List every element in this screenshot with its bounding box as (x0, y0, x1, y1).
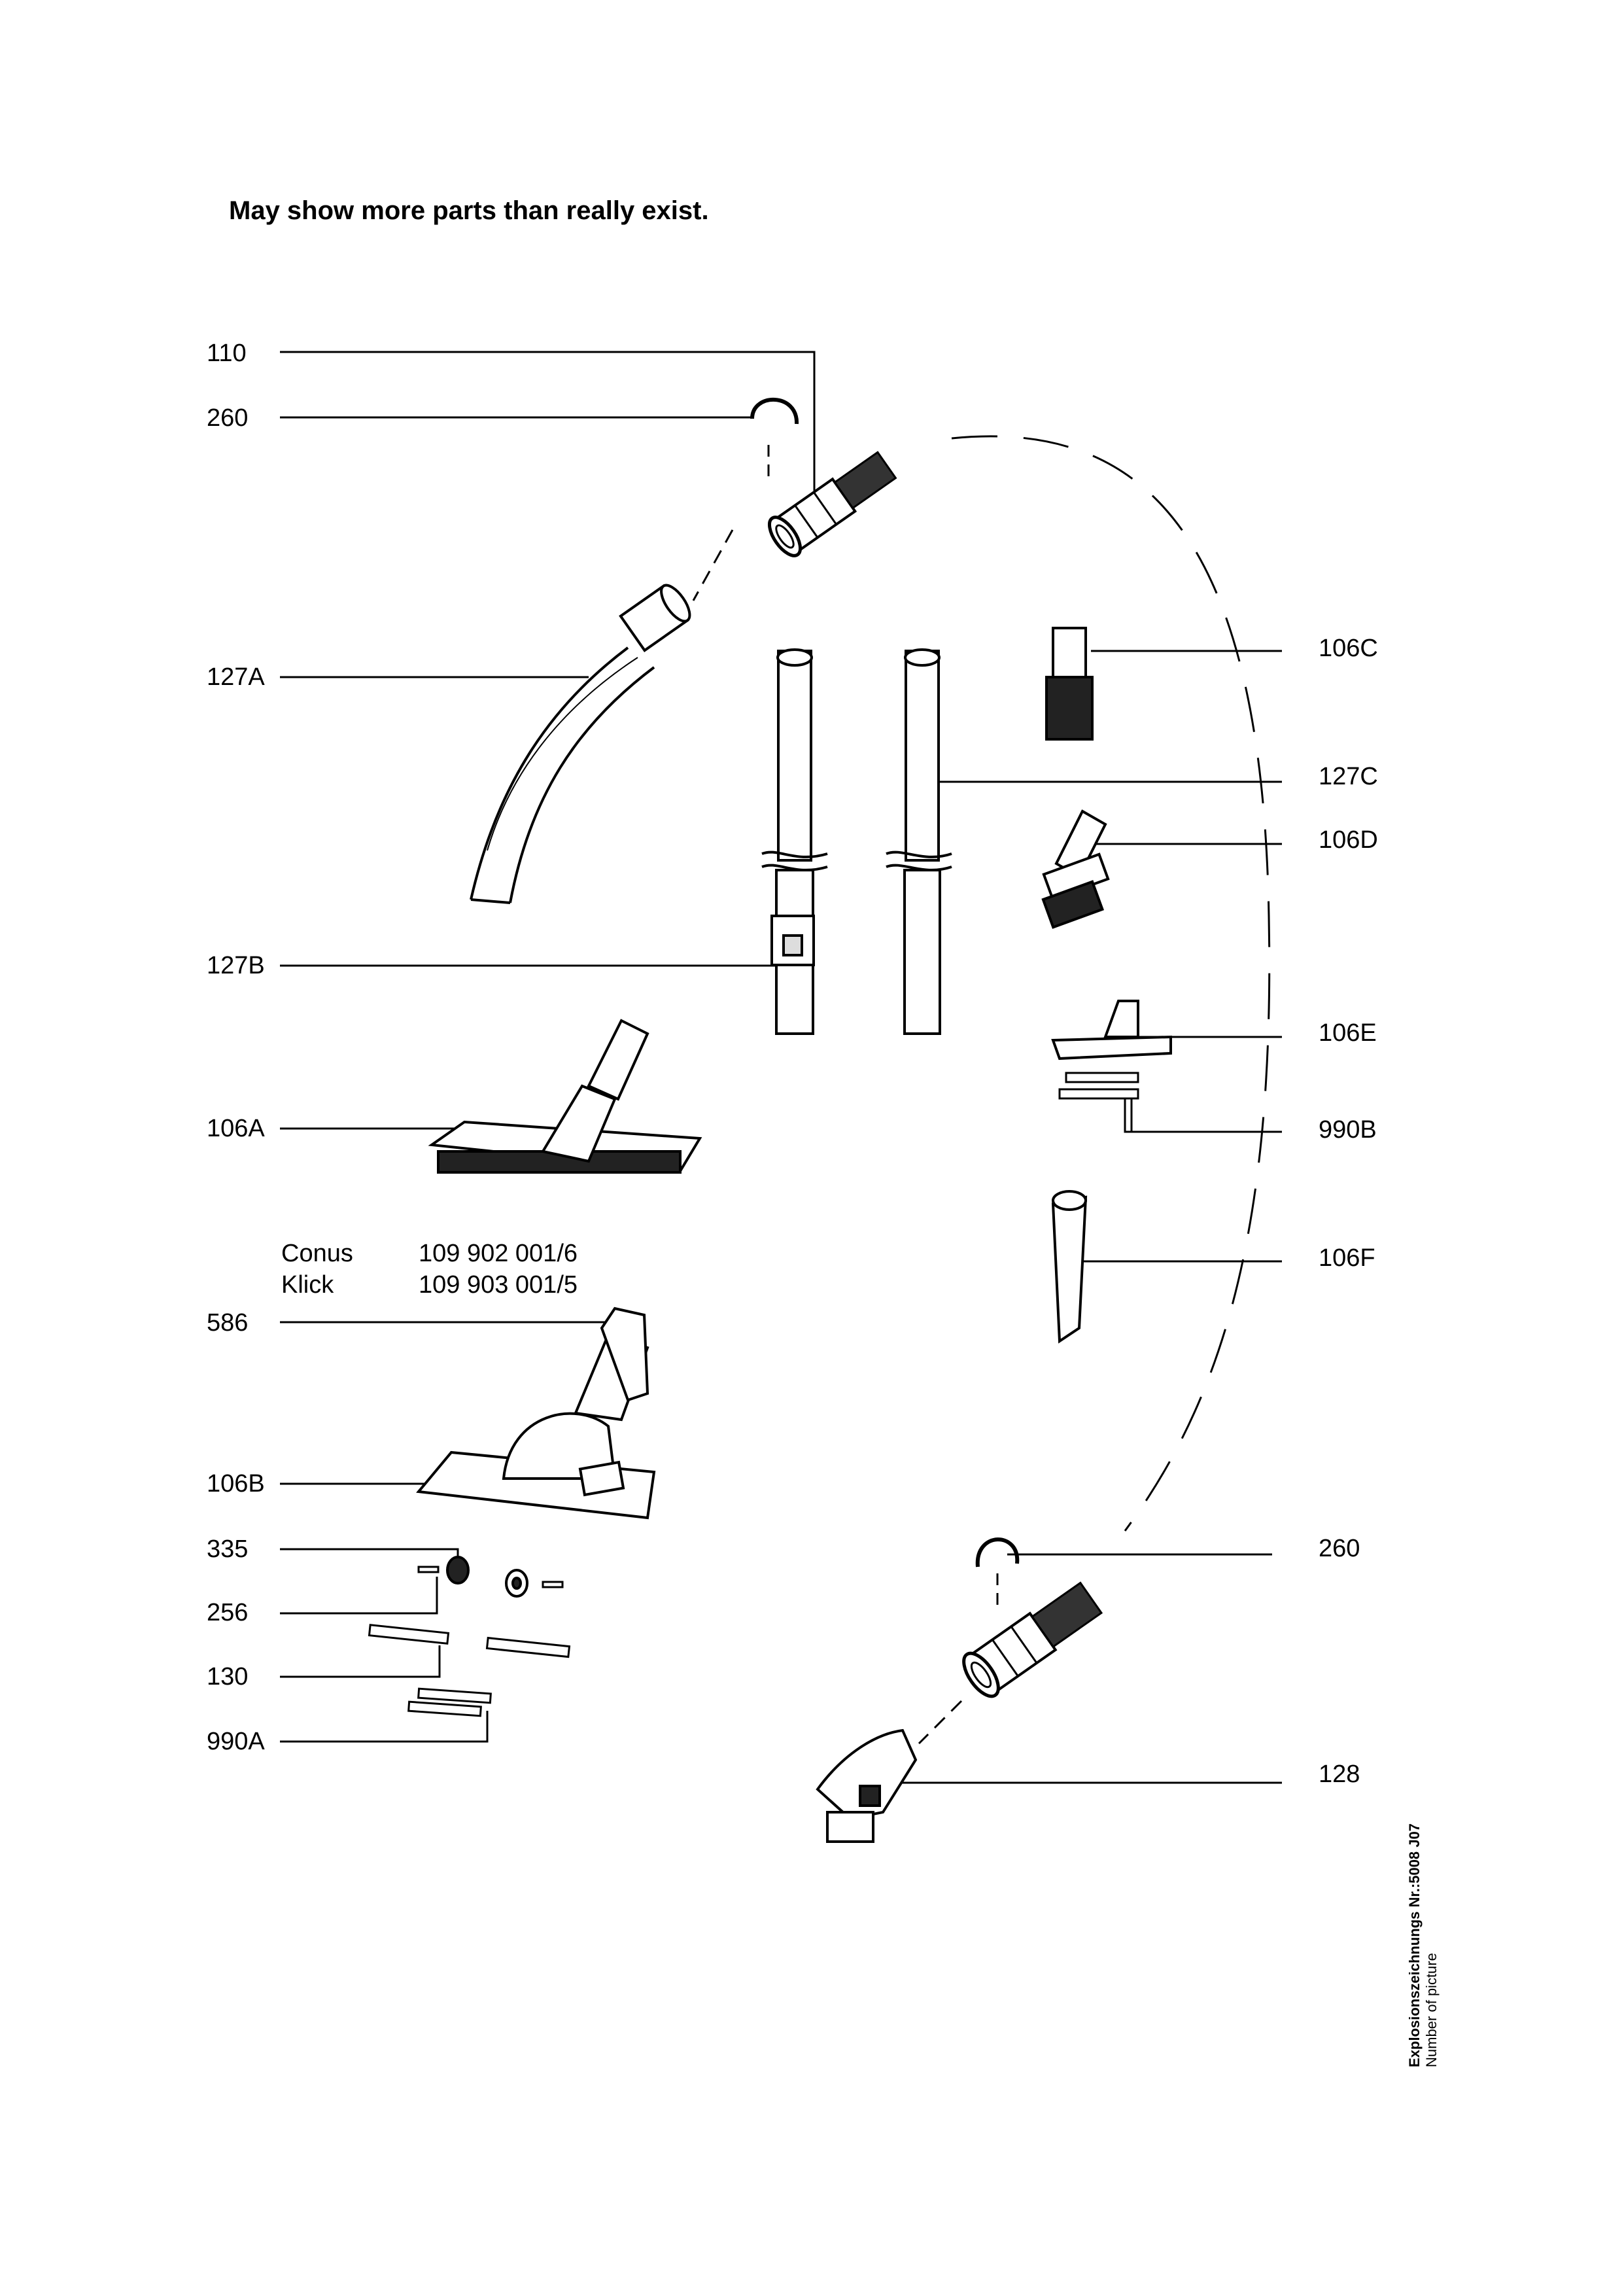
floor-nozzle-106B-icon (416, 1306, 656, 1520)
part-label-335: 335 (207, 1535, 249, 1563)
telescopic-tube-127B-icon (761, 648, 828, 1035)
variant-name-conus: Conus (281, 1240, 353, 1267)
page-heading: May show more parts than really exist. (229, 196, 709, 225)
variant-code-conus: 109 902 001/6 (419, 1240, 578, 1267)
variant-name-klick: Klick (281, 1271, 334, 1299)
leader-990A (280, 1711, 489, 1743)
part-label-260-hose-clip-lower: 260 (1319, 1535, 1360, 1562)
leader-990B (1124, 1096, 1282, 1133)
leader-127B (280, 955, 780, 967)
part-label-127C: 127C (1319, 763, 1378, 790)
strip-990A-icon (407, 1687, 492, 1717)
wheel-335-icon (446, 1556, 528, 1598)
part-label-106F: 106F (1319, 1244, 1375, 1272)
crevice-tool-106F-icon (1051, 1190, 1088, 1344)
part-label-260-hose-clip: 260 (207, 404, 249, 432)
leader-130 (280, 1645, 441, 1678)
part-label-106A: 106A (207, 1115, 265, 1142)
hose-connector-128-icon (816, 1728, 918, 1843)
hose-clip-lower-icon (975, 1537, 1020, 1568)
part-label-106D: 106D (1319, 826, 1378, 854)
part-label-106E: 106E (1319, 1019, 1377, 1047)
part-label-127B: 127B (207, 952, 265, 979)
dusting-brush-106D-icon (1041, 809, 1110, 929)
brush-nozzle-106C-icon (1045, 627, 1094, 741)
part-label-990B: 990B (1319, 1116, 1377, 1144)
part-label-990A: 990A (207, 1728, 265, 1755)
hose-coupling-lower-icon (962, 1581, 1103, 1698)
part-label-130: 130 (207, 1663, 249, 1691)
part-label-256: 256 (207, 1599, 249, 1626)
strip-130-icon (368, 1624, 571, 1658)
curved-hand-tube-127A-icon (470, 584, 691, 904)
hose-coupling-110-icon (768, 451, 897, 557)
part-label-127A: 127A (207, 663, 265, 691)
part-label-106B: 106B (207, 1470, 265, 1498)
leader-335 (280, 1548, 459, 1560)
upholstery-nozzle-106E-icon (1051, 1000, 1172, 1060)
extension-tube-127C-icon (886, 648, 952, 1035)
leader-110 (280, 351, 816, 491)
strip-990B-icon (1058, 1072, 1139, 1100)
variant-codes: 109 902 001/6 109 903 001/5 (419, 1238, 578, 1301)
hose-clip-icon (750, 397, 799, 425)
part-label-586: 586 (207, 1309, 249, 1337)
dashed-hose-bottom (918, 1700, 963, 1745)
variant-code-klick: 109 903 001/5 (419, 1271, 578, 1299)
dashed-hose-top (692, 529, 734, 601)
part-label-128: 128 (1319, 1761, 1360, 1788)
floor-nozzle-106A-icon (428, 1019, 702, 1174)
part-label-106C: 106C (1319, 635, 1378, 662)
leader-256 (280, 1577, 438, 1615)
part-label-110: 110 (207, 340, 247, 367)
variant-names: Conus Klick (281, 1238, 353, 1301)
pin-256-icon (417, 1566, 564, 1588)
dashed-connection-arc (951, 435, 1271, 1532)
